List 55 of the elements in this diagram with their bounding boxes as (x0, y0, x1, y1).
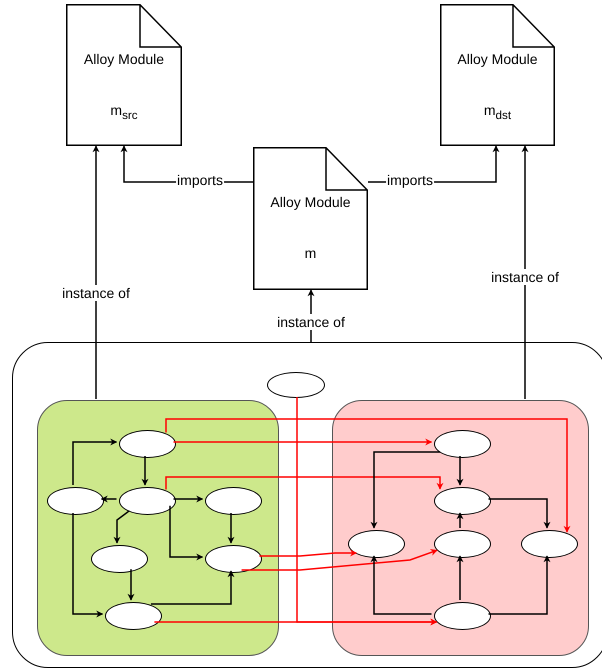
module-title: Alloy Module (456, 51, 539, 67)
arrow (72, 438, 118, 485)
arrow (259, 550, 358, 557)
model-group-box (332, 400, 589, 656)
state-ellipse (90, 545, 148, 573)
arrow (456, 512, 464, 528)
state-ellipse (434, 487, 490, 515)
arrow (169, 506, 204, 560)
state-ellipse (520, 530, 578, 558)
module-title: Alloy Module (82, 51, 166, 67)
arrow (370, 555, 432, 615)
state-ellipse (348, 530, 404, 558)
arrow (174, 496, 204, 502)
state-ellipse (204, 545, 262, 573)
state-ellipse (267, 372, 325, 398)
state-ellipse (204, 487, 262, 515)
document-shape (253, 147, 368, 290)
edge-label: instance of (490, 269, 560, 285)
edge-label: instance of (61, 285, 131, 301)
edge-label: imports (386, 172, 434, 188)
arrow (142, 456, 148, 486)
arrow (165, 418, 570, 533)
state-ellipse (434, 430, 490, 458)
arrow (165, 476, 444, 490)
state-ellipse (118, 430, 176, 458)
arrow (174, 438, 432, 446)
arrow (488, 498, 550, 529)
module-title: Alloy Module (269, 194, 352, 210)
state-ellipse (46, 487, 104, 515)
arrow (150, 570, 234, 605)
edge-label: imports (176, 172, 224, 188)
arrow (370, 451, 440, 529)
arrow (92, 145, 100, 399)
arrow (100, 496, 116, 502)
state-ellipse (434, 602, 490, 630)
arrow (522, 145, 528, 399)
arrow (72, 513, 104, 618)
container-box (12, 342, 602, 668)
arrow (488, 555, 550, 615)
document-shape (440, 4, 555, 146)
edge-label: instance of (276, 314, 346, 330)
arrow (242, 549, 438, 571)
arrow (456, 456, 464, 486)
arrow (128, 569, 134, 601)
arrow (456, 555, 464, 600)
module-name: m (304, 245, 318, 261)
arrow (296, 396, 438, 626)
arrow (114, 510, 130, 544)
model-group-box (37, 400, 279, 656)
state-ellipse (434, 530, 490, 558)
document-shape (66, 4, 182, 146)
arrow (228, 513, 234, 544)
module-name: m$_{src}$ (109, 102, 139, 122)
module-name: m$_{dst}$ (482, 102, 512, 122)
state-ellipse (118, 487, 176, 515)
